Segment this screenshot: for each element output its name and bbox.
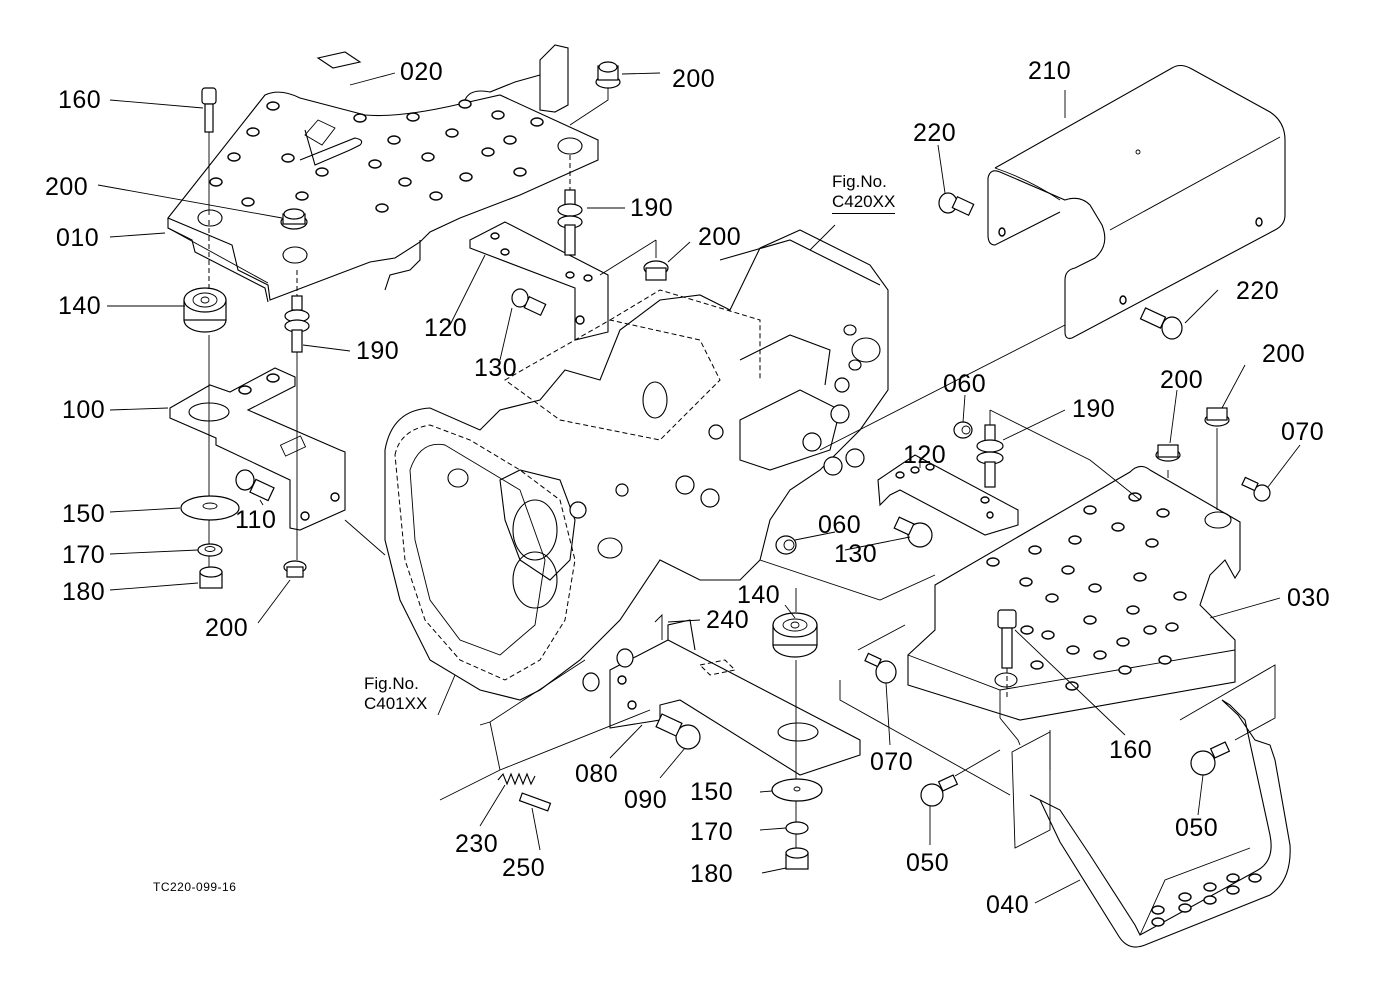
callout-200: 200 [698, 223, 742, 251]
callout-050: 050 [906, 849, 950, 877]
transmission-housing [344, 229, 936, 801]
callout-050: 050 [1175, 814, 1219, 842]
figure-ref-c420xx: Fig.No. C420XX [832, 172, 896, 214]
callout-200: 200 [205, 614, 249, 642]
washer-150-left [180, 495, 240, 521]
nut-180-left [199, 566, 223, 589]
callout-200: 200 [1262, 340, 1306, 368]
callout-120: 120 [424, 314, 468, 342]
callout-160: 160 [58, 86, 102, 114]
plate-holes [197, 99, 583, 264]
stud-190-right [976, 409, 1141, 501]
callout-170: 170 [62, 541, 106, 569]
callout-100: 100 [62, 396, 106, 424]
bolt-220-right [1139, 307, 1183, 340]
callout-060: 060 [818, 511, 862, 539]
callout-070: 070 [1281, 418, 1325, 446]
callout-010: 010 [56, 224, 100, 252]
bolt-070-lower [864, 652, 897, 684]
callout-190: 190 [630, 194, 674, 222]
bosses-housing-lower [582, 648, 634, 692]
bolt-050-left [920, 749, 1001, 807]
figure-ref-label: Fig.No. [364, 674, 419, 693]
isolator-140-left [183, 287, 227, 333]
bolt-090 [655, 713, 701, 750]
housing-bosses [569, 377, 865, 519]
callout-130: 130 [474, 354, 518, 382]
figure-ref-number: C401XX [364, 694, 428, 714]
bolt-050-right [1190, 741, 1231, 776]
callout-190: 190 [356, 337, 400, 365]
pin-250 [518, 792, 552, 812]
ring-060-upper [953, 421, 973, 439]
bolt-160-right [997, 609, 1017, 700]
nut-200-right-b [1204, 407, 1230, 510]
drawing-code: TC220-099-16 [153, 880, 237, 894]
callout-200: 200 [45, 173, 89, 201]
nut-200-right-a [1155, 444, 1181, 478]
callout-080: 080 [575, 760, 619, 788]
washer-150-right [771, 778, 823, 802]
figure-ref-label: Fig.No. [832, 172, 887, 191]
ring-060-lower [775, 535, 797, 555]
callout-070: 070 [870, 748, 914, 776]
callout-140: 140 [737, 581, 781, 609]
bolt-070-upper [1241, 476, 1271, 502]
callout-090: 090 [624, 786, 668, 814]
leader-lines [97, 72, 1301, 904]
bolt-130-lower [893, 516, 933, 548]
lockwasher-170-right [785, 821, 809, 835]
callout-150: 150 [690, 778, 734, 806]
step-040 [1011, 664, 1291, 948]
callout-140: 140 [58, 292, 102, 320]
callout-170: 170 [690, 818, 734, 846]
nut-200-lower-left [283, 560, 307, 578]
bracket-100 [169, 367, 346, 531]
lockwasher-170-left [197, 543, 223, 557]
callout-180: 180 [690, 860, 734, 888]
step-plate-left-010 [167, 44, 599, 303]
callout-110: 110 [235, 506, 277, 534]
nut-200-plate [280, 208, 308, 230]
nut-200-top [569, 61, 621, 126]
figure-ref-c401xx: Fig.No. C401XX [364, 674, 427, 715]
nut-200-mid [599, 239, 669, 281]
cover-210 [987, 64, 1286, 339]
callout-220: 220 [913, 119, 957, 147]
stud-190-left [284, 270, 310, 560]
plate-holes-right [986, 492, 1187, 691]
callout-120: 120 [903, 441, 947, 469]
callout-060: 060 [943, 370, 987, 398]
callout-150: 150 [62, 500, 106, 528]
callout-040: 040 [986, 891, 1030, 919]
bolt-110 [235, 469, 275, 502]
stud-190-upper [557, 155, 583, 256]
pin-240 [654, 613, 663, 640]
callout-210: 210 [1028, 57, 1072, 85]
callout-240: 240 [706, 606, 750, 634]
callout-020: 020 [400, 58, 444, 86]
callout-250: 250 [502, 854, 546, 882]
callout-190: 190 [1072, 395, 1116, 423]
callout-200: 200 [1160, 366, 1204, 394]
bracket-120-upper [469, 221, 609, 341]
callout-160: 160 [1109, 736, 1153, 764]
bracket-080 [609, 619, 861, 776]
step-plate-right-030 [907, 465, 1241, 746]
spring-230 [497, 772, 536, 786]
step-holes [1151, 873, 1262, 927]
callout-220: 220 [1236, 277, 1280, 305]
callout-030: 030 [1287, 584, 1331, 612]
callout-230: 230 [455, 830, 499, 858]
callout-200: 200 [672, 65, 716, 93]
callout-130: 130 [834, 540, 878, 568]
nut-180-right [785, 847, 809, 870]
figure-ref-number: C420XX [832, 192, 896, 214]
callout-180: 180 [62, 578, 106, 606]
bolt-130-upper [511, 288, 547, 317]
bolt-220-left [938, 192, 975, 217]
bracket-120-lower [877, 454, 1019, 536]
bolt-160-left [201, 87, 217, 215]
